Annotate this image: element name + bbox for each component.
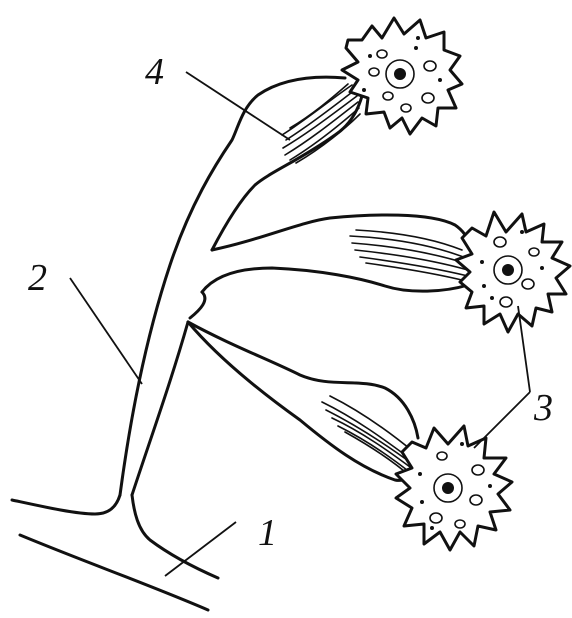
leader-line-3b	[474, 392, 530, 448]
bottom-star-cell	[396, 426, 512, 550]
main-nerve-trunk	[12, 495, 218, 610]
label-4: 4	[145, 51, 164, 93]
label-2: 2	[28, 257, 47, 299]
label-3: 3	[533, 387, 553, 429]
leader-line-4	[186, 72, 290, 140]
leader-line-2	[70, 278, 142, 384]
top-star-cell	[342, 18, 462, 134]
label-1: 1	[258, 512, 277, 554]
leader-line-1	[165, 522, 236, 576]
middle-flask-fibrils	[350, 230, 468, 281]
bottom-flask-fibrils	[322, 396, 415, 476]
middle-star-cell	[456, 212, 570, 332]
